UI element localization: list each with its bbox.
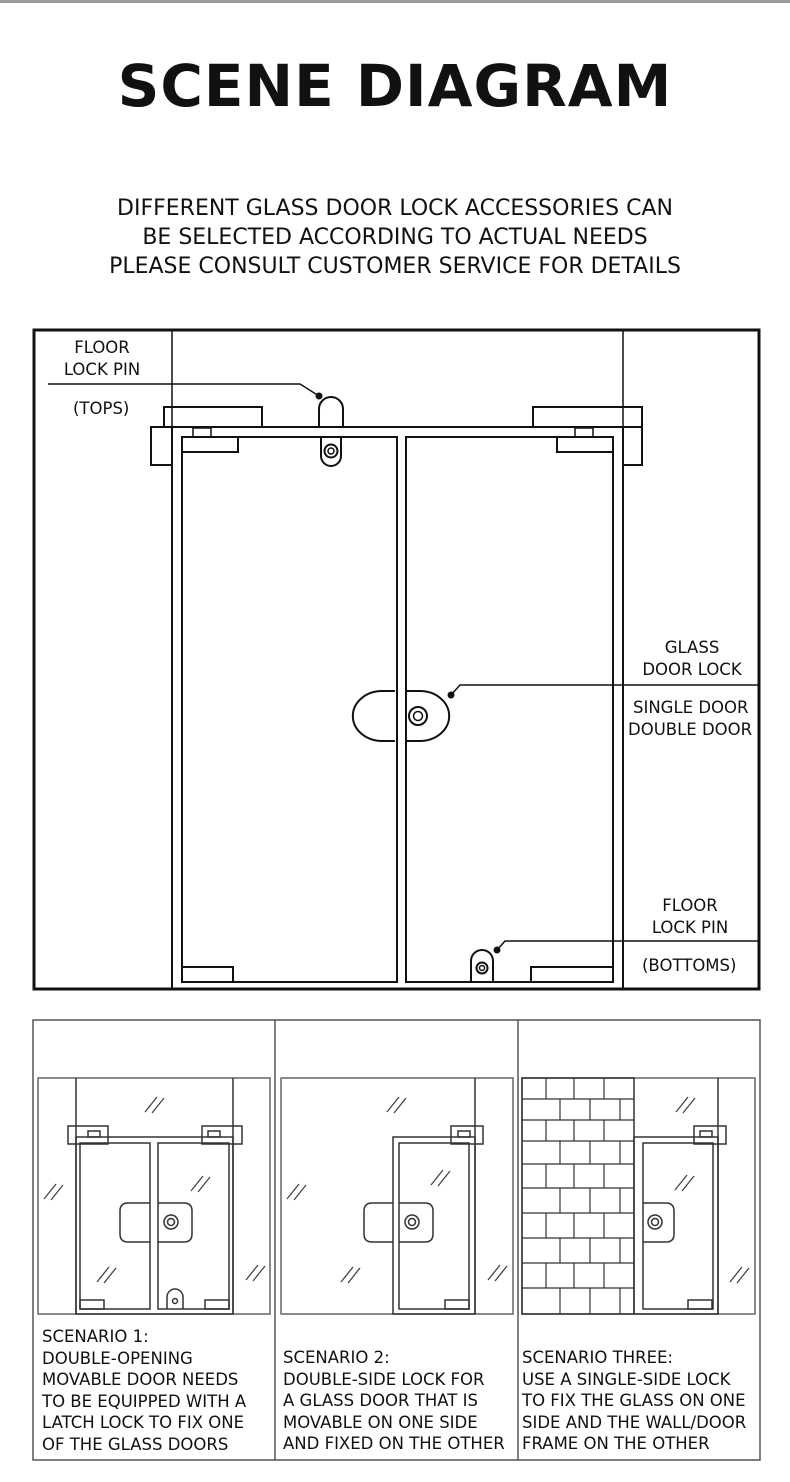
right-door-leaf xyxy=(405,436,614,983)
right-top-bracket xyxy=(532,406,643,428)
scenario-1-illustration xyxy=(37,1077,271,1315)
scenario-2-caption: SCENARIO 2: DOUBLE-SIDE LOCK FOR A GLASS… xyxy=(283,1347,505,1455)
glass-hatch-marks-2 xyxy=(286,1096,508,1284)
subtitle-line-1: DIFFERENT GLASS DOOR LOCK ACCESSORIES CA… xyxy=(117,196,673,221)
subtitle-line-3: PLEASE CONSULT CUSTOMER SERVICE FOR DETA… xyxy=(109,254,681,279)
scenario-2-line-3: A GLASS DOOR THAT IS xyxy=(283,1391,478,1410)
glass-hatch-marks-1 xyxy=(43,1096,266,1284)
right-top-patch xyxy=(556,436,614,453)
glass-lock-cylinder xyxy=(408,706,428,726)
bottom-lock-pin-body xyxy=(470,949,494,982)
top-pin-sublabel: (TOPS) xyxy=(73,399,130,418)
bottom-pin-sublabel: (BOTTOMS) xyxy=(642,956,737,975)
bottom-pin-label-line2: LOCK PIN xyxy=(651,918,729,937)
scenario-3-line-3: TO FIX THE GLASS ON ONE xyxy=(522,1391,746,1410)
right-bottom-patch xyxy=(530,966,614,983)
scenario-2-line-4: MOVABLE ON ONE SIDE xyxy=(283,1412,478,1432)
bottom-pin-label-line1: FLOOR xyxy=(662,896,718,915)
callout-lines xyxy=(48,383,759,951)
glass-lock-right xyxy=(406,690,451,742)
glass-hatch-marks-3 xyxy=(674,1096,750,1284)
top-lock-pin-ring xyxy=(323,443,339,459)
glass-lock-label-line2: DOOR LOCK xyxy=(642,660,742,679)
scenario-1-line-1: SCENARIO 1: xyxy=(42,1327,149,1346)
scenario-3-illustration xyxy=(521,1077,756,1315)
subtitle-line-2: BE SELECTED ACCORDING TO ACTUAL NEEDS xyxy=(142,225,648,250)
scenario-3-line-5: FRAME ON THE OTHER xyxy=(522,1434,710,1453)
top-pin-label-line2: LOCK PIN xyxy=(63,360,141,379)
scenario-3-line-1: SCENARIO THREE: xyxy=(522,1348,673,1367)
top-lock-pin-body xyxy=(320,437,342,467)
scenario-2-line-5: AND FIXED ON THE OTHER xyxy=(283,1434,505,1453)
bottom-pin-label: FLOOR LOCK PIN xyxy=(640,895,740,939)
left-top-patch xyxy=(181,436,239,453)
scenario-1-line-4: TO BE EQUIPPED WITH A xyxy=(42,1391,247,1411)
main-door-diagram xyxy=(32,328,761,991)
glass-lock-left xyxy=(351,690,395,742)
scenario-3-line-4: SIDE AND THE WALL/DOOR xyxy=(522,1412,747,1432)
scenario-panels xyxy=(32,1019,761,1461)
left-bottom-patch xyxy=(181,966,234,983)
top-divider xyxy=(0,0,790,3)
brick-wall xyxy=(521,1077,635,1315)
glass-lock-sublabel-1: SINGLE DOOR xyxy=(633,698,749,717)
top-lock-pin-bolt xyxy=(318,396,344,427)
scenario-2-line-2: DOUBLE-SIDE LOCK FOR xyxy=(283,1369,485,1389)
glass-lock-sublabel-2: DOUBLE DOOR xyxy=(628,720,753,739)
left-top-bracket xyxy=(163,406,263,428)
scenario-1-line-3: MOVABLE DOOR NEEDS xyxy=(42,1370,239,1389)
subtitle: DIFFERENT GLASS DOOR LOCK ACCESSORIES CA… xyxy=(0,194,790,281)
scenario-1-line-5: LATCH LOCK TO FIX ONE xyxy=(42,1413,245,1432)
top-pin-label: FLOOR LOCK PIN xyxy=(52,337,152,381)
glass-lock-label: GLASS DOOR LOCK xyxy=(630,637,754,681)
scenario-2-line-1: SCENARIO 2: xyxy=(283,1348,390,1367)
scenario-1-line-6: OF THE GLASS DOORS xyxy=(42,1434,229,1454)
page-title: SCENE DIAGRAM xyxy=(117,52,673,120)
scenario-1-line-2: DOUBLE-OPENING xyxy=(42,1348,193,1368)
door-frame xyxy=(171,426,624,990)
glass-lock-label-line1: GLASS xyxy=(664,638,720,657)
scenario-3-caption: SCENARIO THREE: USE A SINGLE-SIDE LOCK T… xyxy=(522,1347,746,1455)
left-hinge-side xyxy=(150,426,172,466)
bottom-lock-pin-ring xyxy=(475,961,489,975)
scenario-3-line-2: USE A SINGLE-SIDE LOCK xyxy=(522,1369,731,1389)
scenario-1-caption: SCENARIO 1: DOUBLE-OPENING MOVABLE DOOR … xyxy=(42,1326,246,1455)
scenario-outer-frame xyxy=(32,1019,761,1461)
left-door-leaf xyxy=(181,436,398,983)
callout-dots xyxy=(315,392,501,954)
right-hinge-side xyxy=(623,426,643,466)
scenario-2-illustration xyxy=(280,1077,514,1315)
top-pin-label-line1: FLOOR xyxy=(74,338,130,357)
